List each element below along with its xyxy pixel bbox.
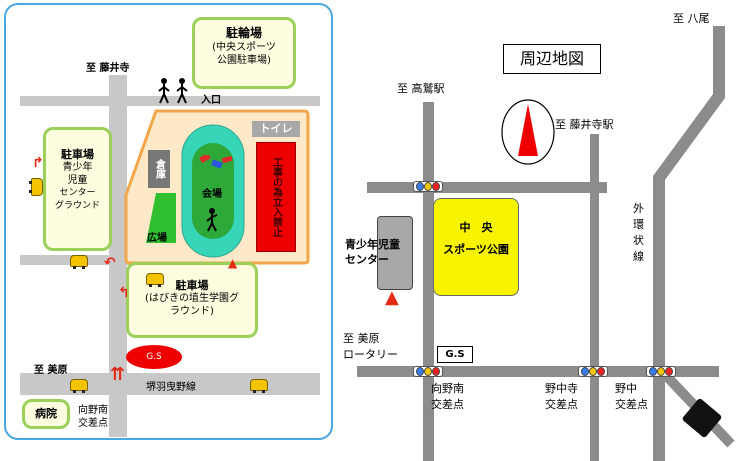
- road-north: [20, 96, 320, 106]
- parking-habikino-l2: ラウンド): [170, 306, 214, 317]
- intersection-2-l1: 野中寺: [545, 382, 578, 395]
- bicycle-parking-sub1: (中央スポーツ: [212, 42, 276, 53]
- to-takawashi-label: 至 高鷲駅: [397, 82, 445, 95]
- parking-habikino-l1: (はびきの埴生学園グ: [145, 293, 239, 304]
- map-title-box: 周辺地図: [503, 44, 601, 74]
- toilet-label: トイレ: [252, 121, 300, 137]
- parking-youth-l2: 児童: [67, 175, 88, 186]
- road-top: [367, 182, 607, 193]
- gas-station-text-right: G.S: [445, 349, 465, 360]
- intersection-3-l2: 交差点: [615, 398, 648, 411]
- parking-arrow-up-icon: ▲: [228, 256, 238, 270]
- parking-habikino-title: 駐車場: [175, 279, 209, 292]
- youth-center-building: [377, 216, 413, 290]
- plaza-area: [146, 193, 176, 243]
- warehouse: 倉庫: [148, 150, 170, 188]
- to-mihara-rotary-1: 至 美原: [343, 332, 380, 345]
- youth-center-arrow-icon: ▲: [385, 287, 399, 308]
- parking-youth-l3: センター: [59, 188, 96, 198]
- outer-ring-line-2: 環: [633, 218, 644, 231]
- road-bottom: [357, 366, 719, 377]
- to-yao-label: 至 八尾: [673, 12, 710, 25]
- road-vertical-left: [423, 102, 434, 461]
- entrance-label: 入口: [201, 95, 221, 106]
- outer-ring-line-4: 線: [633, 250, 644, 263]
- bicycle-parking-box: 駐輪場 (中央スポーツ 公園駐車場): [192, 17, 296, 89]
- car-icon: [250, 379, 268, 393]
- road-sakai-habikino: [20, 373, 320, 395]
- area-overview-map: 周辺地図 至 高鷲駅 至 八尾 至 藤井寺駅 外 環 状 線 青少年児童 センタ…: [335, 0, 738, 461]
- intersection-label-1: 向野南: [78, 405, 108, 416]
- central-park-label-2: スポーツ公園: [443, 243, 509, 256]
- outer-ring-line-1: 外: [633, 202, 644, 215]
- parking-youth-center: 駐車場 青少年 児童 センター グラウンド: [43, 127, 112, 251]
- pedestrian-icon: [158, 78, 188, 104]
- car-icon: [70, 255, 88, 269]
- toilet-text: トイレ: [259, 122, 293, 135]
- bicycle-parking-title: 駐輪場: [225, 26, 262, 40]
- hospital-box: 病院: [22, 399, 70, 429]
- road-name-label: 堺羽曳野線: [146, 382, 196, 393]
- venue-detail-map: 駐輪場 (中央スポーツ 公園駐車場) 至 藤井寺 入口 ▼ トイレ 工事の為立入…: [4, 3, 333, 440]
- construction-text: 工事の為立入禁止: [270, 157, 282, 237]
- intersection-1-l2: 交差点: [431, 398, 464, 411]
- to-mihara-rotary-2: ロータリー: [343, 348, 398, 361]
- gas-station-box: G.S: [437, 346, 473, 363]
- to-fujiidera-station-label: 至 藤井寺駅: [555, 118, 614, 131]
- youth-arrow-icon: ↱: [32, 155, 44, 171]
- road-vertical-main: [109, 75, 127, 437]
- central-sports-park: 中 央 スポーツ公園: [433, 198, 519, 296]
- to-mihara-label: 至 美原: [34, 365, 68, 376]
- parking-arrow-left-icon: ↰: [118, 285, 130, 301]
- intersection-1-l1: 向野南: [431, 382, 464, 395]
- middle-arrow-icon: ↶: [104, 255, 116, 271]
- construction-area: 工事の為立入禁止: [256, 142, 296, 252]
- plaza-label: 広場: [147, 233, 167, 244]
- traffic-signal-icon: [578, 366, 608, 377]
- parking-youth-title: 駐車場: [61, 148, 94, 161]
- north-arrow-icon: [501, 99, 555, 165]
- parking-youth-l4: グラウンド: [54, 201, 100, 211]
- to-fujiidera-label: 至 藤井寺: [86, 63, 130, 74]
- warehouse-text: 倉庫: [153, 159, 165, 179]
- parking-habikino: 駐車場 (はびきの埴生学園グ ラウンド): [126, 262, 258, 338]
- parking-youth-l1: 青少年: [62, 162, 93, 173]
- road-vertical-right: [590, 134, 599, 461]
- turn-arrows-icon: ⇈: [110, 364, 126, 385]
- car-icon: [70, 379, 88, 393]
- outer-ring-line-3: 状: [633, 234, 644, 247]
- traffic-signal-icon: [646, 366, 676, 377]
- bicycle-parking-sub2: 公園駐車場): [217, 55, 271, 66]
- intersection-3-l1: 野中: [615, 382, 637, 395]
- map-title: 周辺地図: [519, 49, 584, 68]
- intersection-label-2: 交差点: [78, 418, 108, 429]
- players-icon: [199, 155, 233, 232]
- central-park-label-1: 中 央: [459, 221, 493, 234]
- traffic-signal-icon: [413, 366, 443, 377]
- car-icon: [31, 178, 43, 196]
- intersection-2-l2: 交差点: [545, 398, 578, 411]
- youth-center-label-2: センター: [345, 253, 389, 266]
- hospital-text: 病院: [35, 407, 57, 420]
- car-icon: [146, 273, 164, 287]
- youth-center-label-1: 青少年児童: [345, 238, 400, 251]
- venue-label: 会場: [202, 189, 222, 200]
- gas-station: G.S: [126, 345, 182, 369]
- traffic-signal-icon: [413, 181, 443, 192]
- gas-station-text: G.S: [146, 352, 162, 362]
